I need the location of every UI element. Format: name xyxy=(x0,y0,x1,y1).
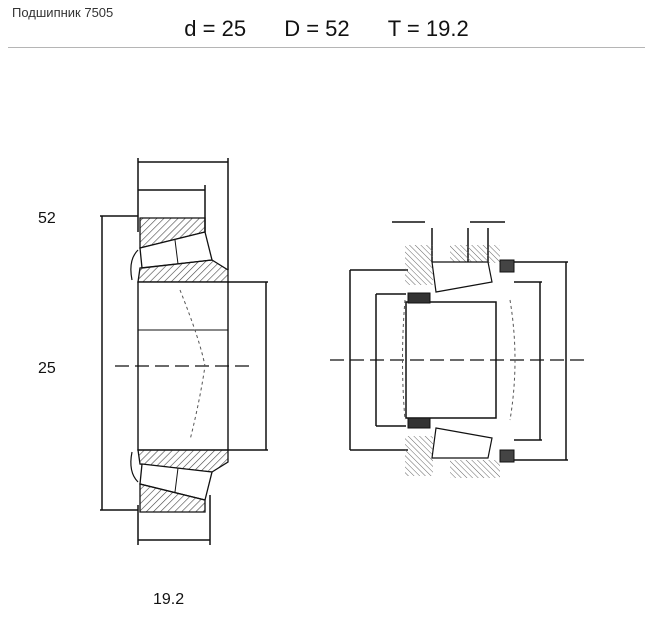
header-divider xyxy=(8,47,645,48)
spacer-top-right xyxy=(499,259,515,273)
width-value: 19.2 xyxy=(153,591,185,608)
dimensions-header: d = 25 D = 52 T = 19.2 xyxy=(0,16,653,42)
outer-diameter-label: D = 52 xyxy=(284,16,350,41)
outer-diameter-value: 52 xyxy=(38,210,56,227)
spacer-bottom-right xyxy=(499,449,515,463)
housing-top-right xyxy=(450,245,500,263)
inner-ring-bottom xyxy=(137,449,229,473)
inner-diameter-value: 25 xyxy=(38,360,56,377)
housing-bottom-left xyxy=(405,436,433,476)
width-label: T = 19.2 xyxy=(387,16,469,41)
housing-top-left xyxy=(405,245,433,285)
inner-ring-top xyxy=(137,259,229,283)
bearing-section-view xyxy=(100,158,268,545)
inner-diameter-label: d = 25 xyxy=(184,16,247,41)
roller-top-right xyxy=(431,261,493,293)
roller-bottom-right xyxy=(431,427,493,459)
spacer-bottom-left xyxy=(407,417,431,429)
housing-bottom-right xyxy=(450,460,500,478)
outer-ring-bottom xyxy=(139,483,206,513)
spacer-top-left xyxy=(407,292,431,304)
page-title: Подшипник 7505 xyxy=(12,5,114,20)
